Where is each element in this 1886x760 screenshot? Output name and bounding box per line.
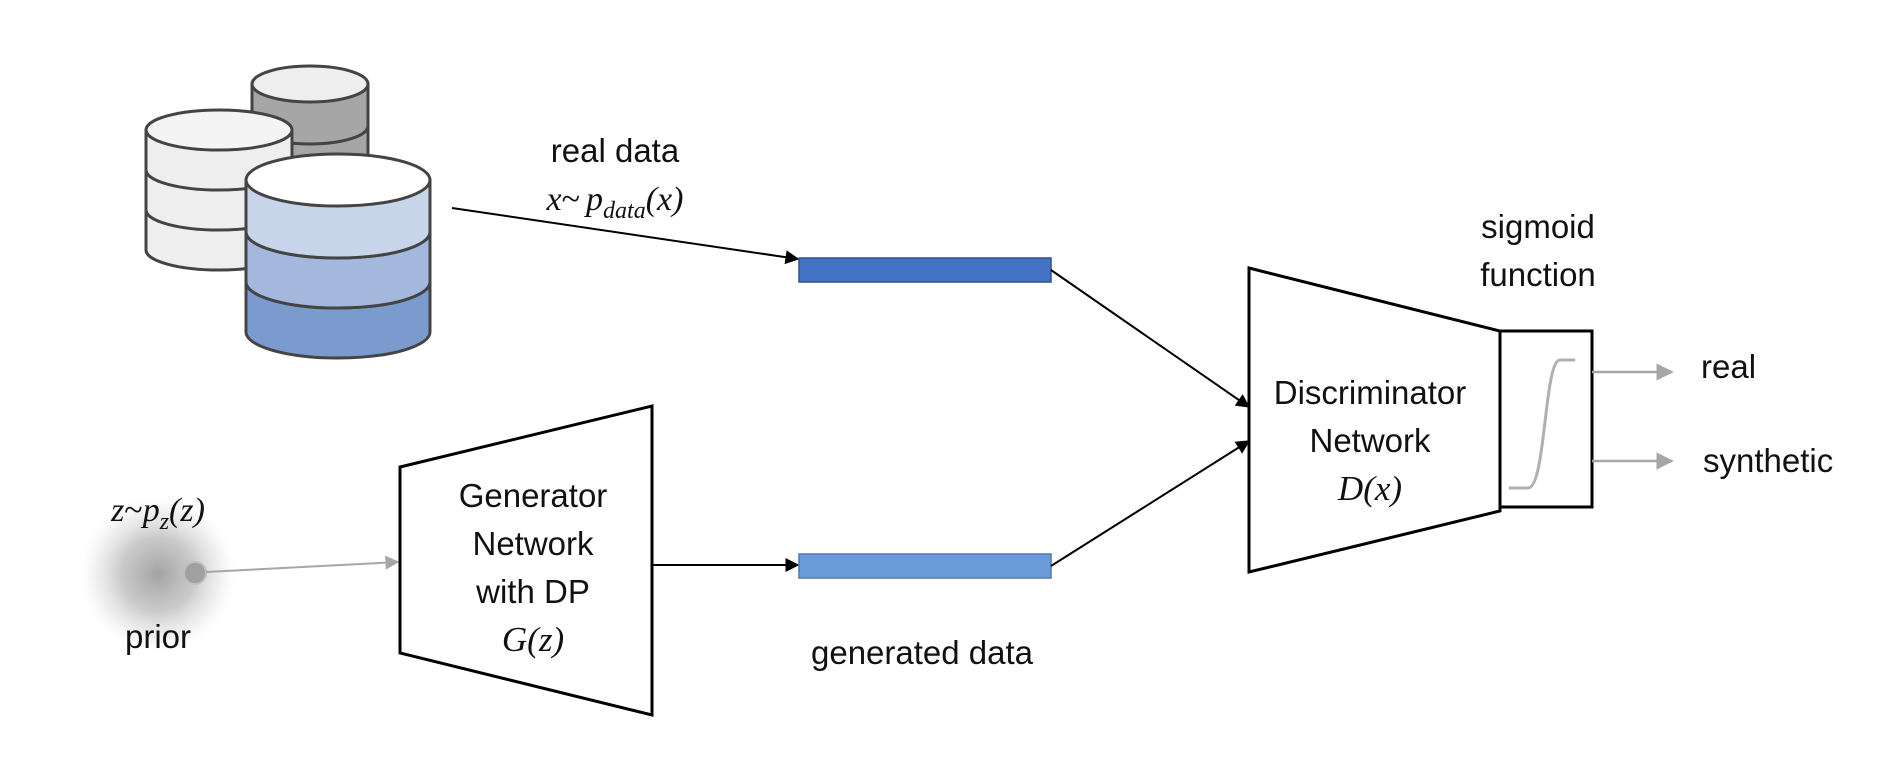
prior-to-generator-arrow <box>205 555 400 573</box>
generator-network-shape <box>398 404 654 717</box>
prior-distribution <box>76 492 240 656</box>
real-data-formula-var: x <box>546 181 562 218</box>
generator-label-line1: Generator <box>459 477 608 514</box>
synthetic-output-label: synthetic <box>1703 442 1833 479</box>
db-blue-top <box>244 152 432 208</box>
real-data-arrow <box>451 207 800 265</box>
prior-formula-tilde: ~ <box>124 492 142 529</box>
real-data-formula: x~pdata(x) <box>546 181 684 224</box>
sigmoid-curve-icon <box>1508 358 1576 490</box>
prior-formula-arg: (z) <box>169 492 205 529</box>
discriminator-label-line1: Discriminator <box>1274 374 1467 411</box>
generator-function-arg: (z) <box>527 620 564 659</box>
generator-label-line3: with DP <box>475 573 590 610</box>
real-data-formula-sub: data <box>603 198 646 224</box>
prior-formula-p: p <box>141 492 160 529</box>
prior-dot <box>183 561 207 585</box>
prior-formula-sub: z <box>159 509 170 535</box>
generated-data-bar <box>798 553 1052 579</box>
discriminator-label-line2: Network <box>1309 422 1431 459</box>
db-gray-top <box>250 64 370 104</box>
discriminator-function: D(x) <box>1337 469 1402 508</box>
prior-formula-var: z <box>110 492 124 529</box>
db-cylinder-blue <box>244 152 432 360</box>
real-data-formula-tilde: ~ <box>562 181 580 218</box>
real-data-formula-arg: (x) <box>646 181 684 218</box>
discriminator-function-arg: (x) <box>1363 469 1402 508</box>
generated-data-label: generated data <box>811 634 1034 671</box>
real-data-formula-p: p <box>584 181 603 218</box>
prior-label: prior <box>125 618 191 655</box>
database-icon <box>144 64 432 360</box>
generated-bar-to-discriminator-arrow <box>1050 440 1251 567</box>
real-data-label: real data <box>551 132 680 169</box>
prior-glow <box>76 492 240 656</box>
generator-label-line2: Network <box>472 525 594 562</box>
prior-formula: z~pz(z) <box>110 492 205 535</box>
sigmoid-label-line1: sigmoid <box>1481 208 1595 245</box>
discriminator-function-name: D <box>1337 469 1363 508</box>
real-data-bar <box>798 257 1052 283</box>
real-output-label: real <box>1701 348 1756 385</box>
generator-function: G(z) <box>502 620 564 659</box>
generator-function-name: G <box>502 620 527 659</box>
discriminator-network-shape <box>1247 266 1502 574</box>
sigmoid-label-line2: function <box>1480 256 1596 293</box>
db-white-top <box>144 108 294 152</box>
real-bar-to-discriminator-arrow <box>1050 269 1251 408</box>
